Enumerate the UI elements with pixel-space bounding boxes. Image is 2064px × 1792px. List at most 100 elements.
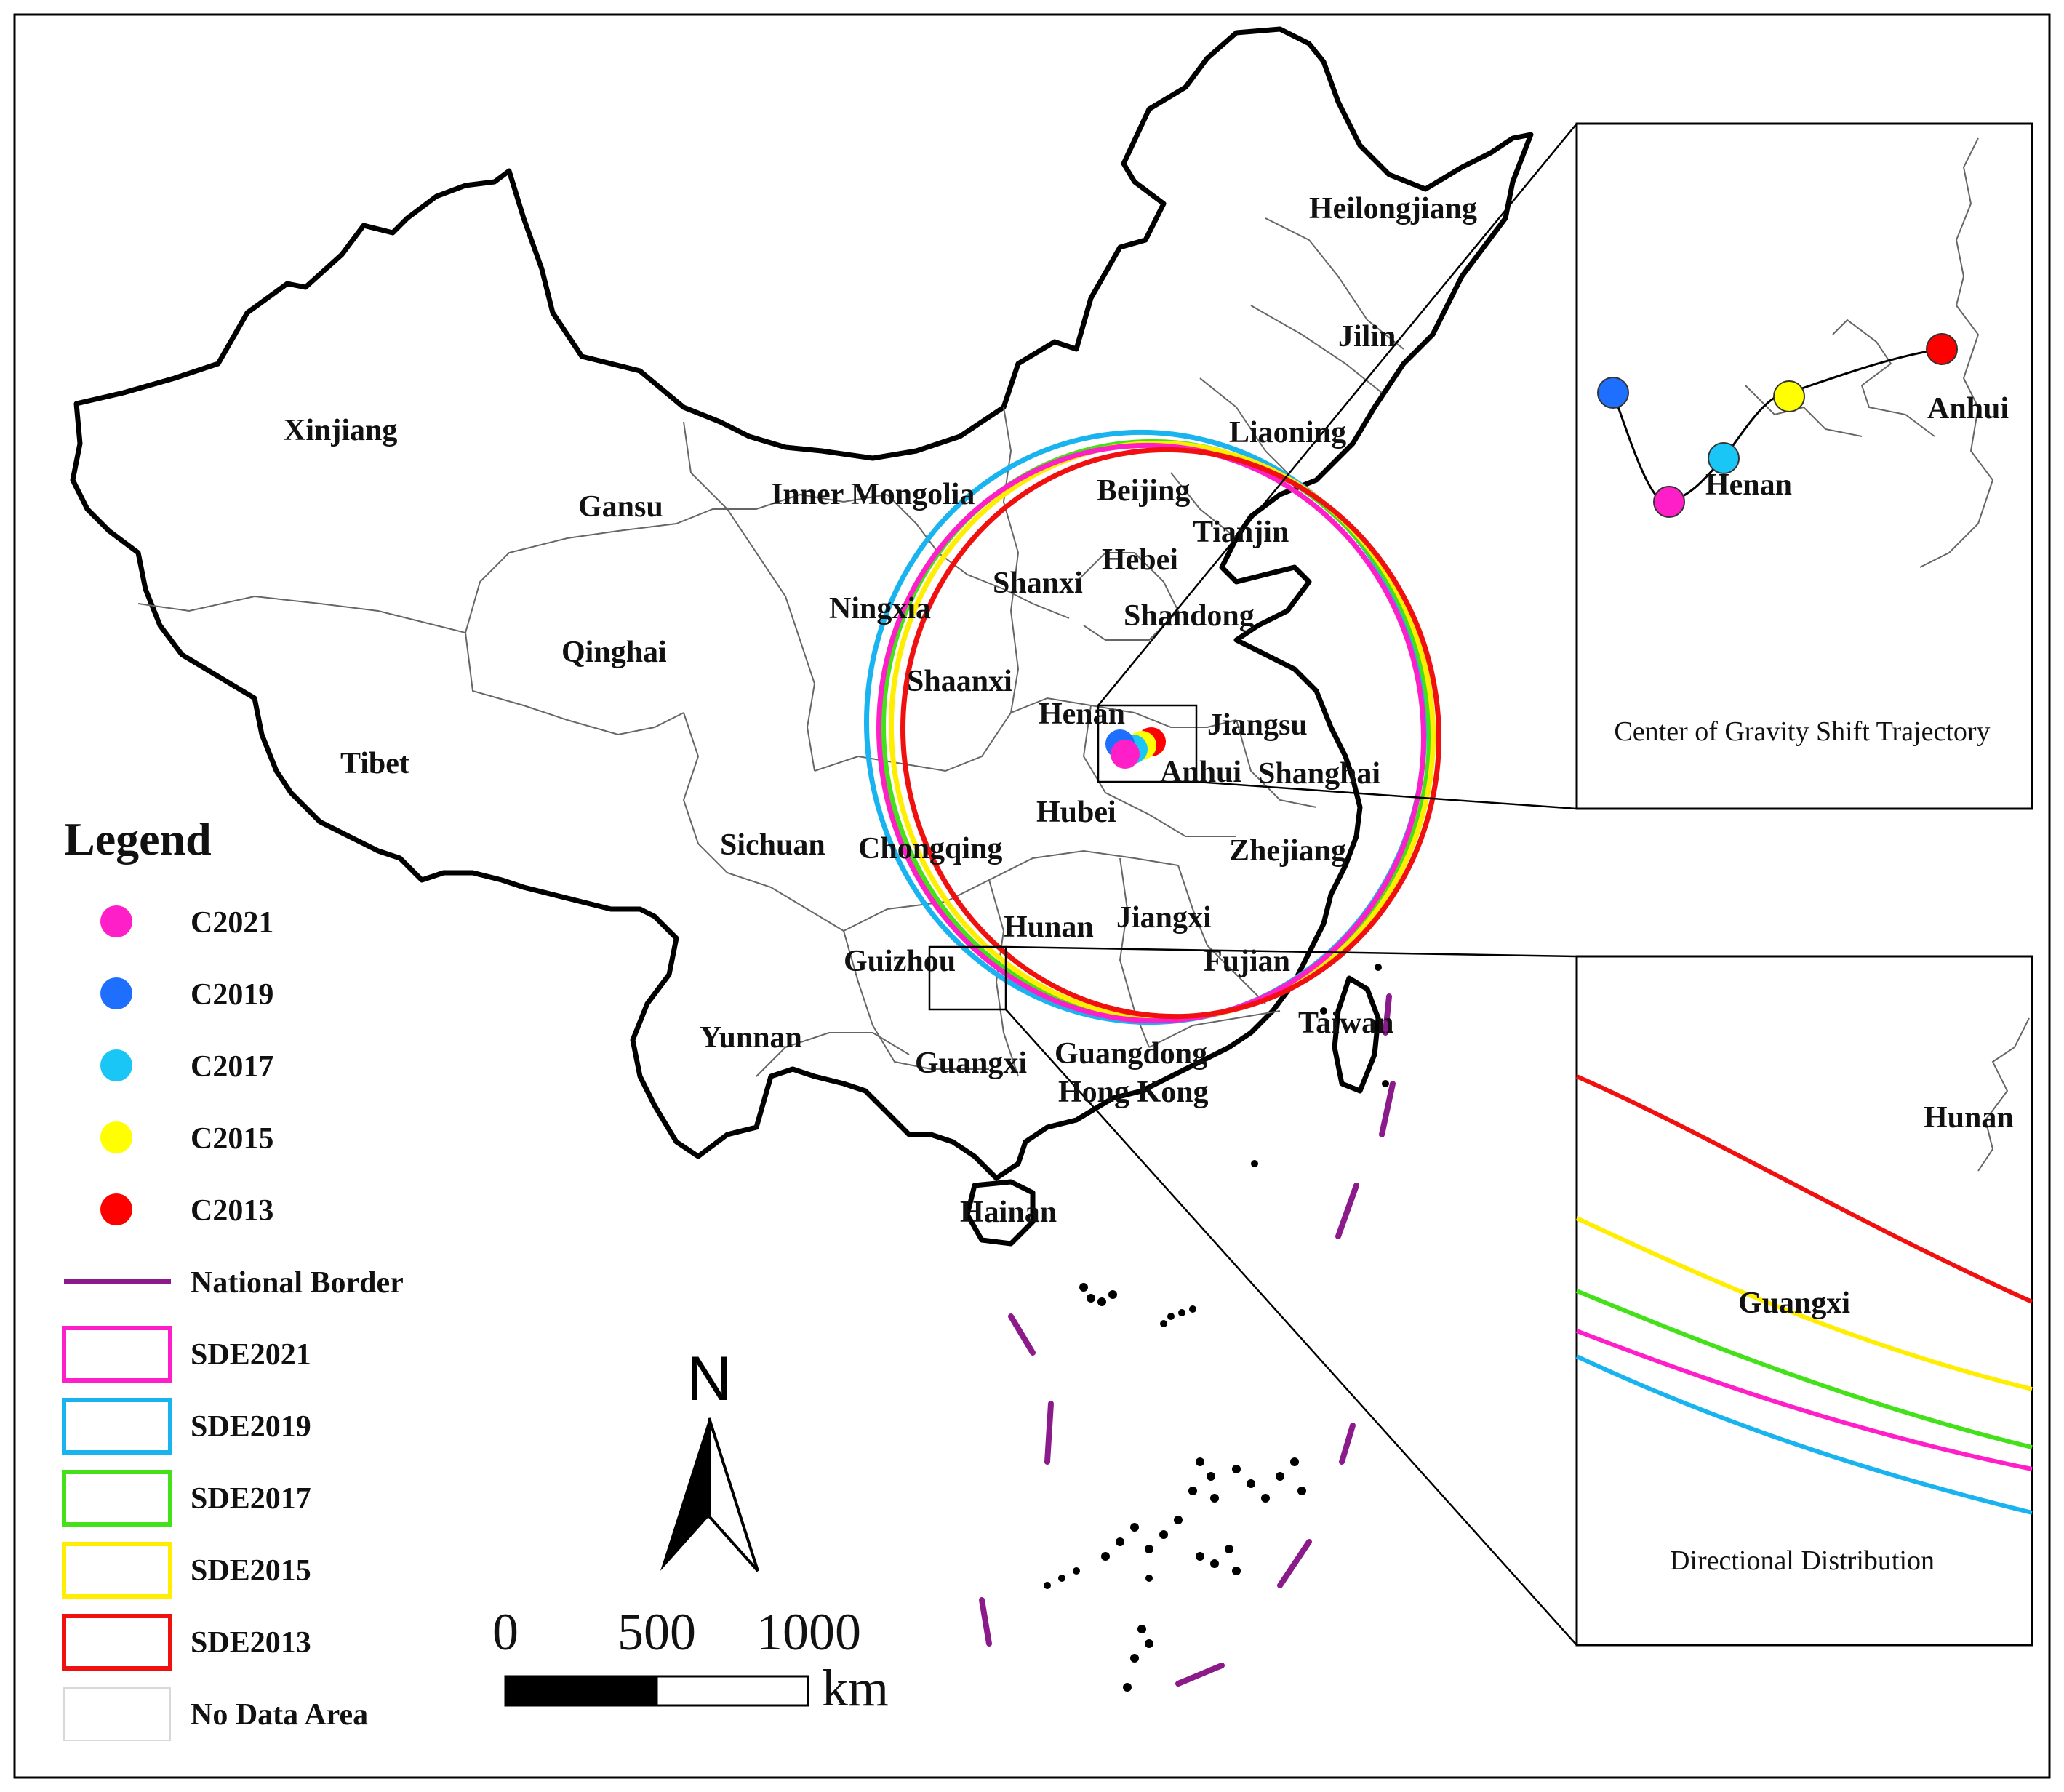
legend-box-icon <box>62 1542 172 1599</box>
legend-label: SDE2013 <box>191 1626 311 1660</box>
province-label-hainan: Hainan <box>960 1196 1057 1229</box>
legend-item-sde2013: SDE2013 <box>62 1614 311 1671</box>
province-label-yunnan: Yunnan <box>700 1021 802 1055</box>
legend-point-icon <box>100 905 132 937</box>
inset-sde2015-curve <box>1575 1216 2033 1391</box>
province-label-shaanxi: Shaanxi <box>907 665 1012 698</box>
inset-c2019-point <box>1597 377 1629 409</box>
province-label-shanxi: Shanxi <box>993 567 1083 600</box>
zoom-box-centers <box>1097 704 1198 783</box>
legend-label: SDE2017 <box>191 1482 311 1516</box>
legend-label: No Data Area <box>191 1698 368 1732</box>
legend-point-icon <box>100 1193 132 1225</box>
legend-label: SDE2021 <box>191 1338 311 1372</box>
legend-box-icon <box>62 1398 172 1455</box>
province-label-hong-kong: Hong Kong <box>1058 1076 1209 1109</box>
legend-label: SDE2019 <box>191 1410 311 1444</box>
province-label-jiangxi: Jiangxi <box>1116 901 1212 935</box>
inset-trajectory: Henan Anhui Center of Gravity Shift Traj… <box>1575 122 2033 810</box>
legend-label: SDE2015 <box>191 1554 311 1588</box>
province-label-henan: Henan <box>1039 697 1125 731</box>
north-arrow: N <box>660 1344 759 1572</box>
province-label-liaoning: Liaoning <box>1229 416 1346 449</box>
scale-unit: km <box>822 1659 889 1717</box>
province-label-hunan: Hunan <box>1004 911 1094 944</box>
scale-tick-1000: 1000 <box>756 1603 861 1661</box>
china-outline <box>70 26 1534 1181</box>
zoom-box-edge <box>928 945 1007 1011</box>
legend-item-c2021: C2021 <box>100 905 273 940</box>
province-label-guangdong: Guangdong <box>1055 1037 1207 1071</box>
legend-box-icon <box>63 1687 171 1741</box>
province-label-tianjin: Tianjin <box>1193 516 1289 549</box>
province-label-ningxia: Ningxia <box>829 592 931 625</box>
province-label-jiangsu: Jiangsu <box>1207 708 1308 742</box>
province-label-hebei: Hebei <box>1102 543 1178 577</box>
legend-item-no-data-area: No Data Area <box>63 1687 368 1741</box>
province-label-fujian: Fujian <box>1204 945 1290 978</box>
province-label-guangxi: Guangxi <box>915 1047 1027 1080</box>
inset-trajectory-frame <box>1575 122 2033 810</box>
scale-tick-0: 0 <box>492 1603 519 1661</box>
legend-label: C2017 <box>191 1050 273 1084</box>
province-label-heilongjiang: Heilongjiang <box>1309 192 1477 225</box>
legend-item-sde2021: SDE2021 <box>62 1326 311 1383</box>
south-sea-islands <box>1044 964 1389 1692</box>
leader-line <box>1196 780 1577 810</box>
legend-title: Legend <box>64 813 212 865</box>
legend-item-sde2015: SDE2015 <box>62 1542 311 1599</box>
legend-box-icon <box>62 1470 172 1527</box>
inset-directional-frame <box>1575 955 2033 1647</box>
inset-label-hunan: Hunan <box>1924 1101 2014 1135</box>
legend-point-icon <box>100 1121 132 1153</box>
inset-label-guangxi: Guangxi <box>1738 1287 1850 1320</box>
province-label-jilin: Jilin <box>1338 320 1396 353</box>
legend-label: C2021 <box>191 906 273 940</box>
scale-tick-500: 500 <box>617 1603 696 1661</box>
province-label-sichuan: Sichuan <box>720 828 825 862</box>
province-label-zhejiang: Zhejiang <box>1229 834 1346 868</box>
legend-box-icon <box>62 1614 172 1671</box>
legend-box-icon <box>62 1326 172 1383</box>
legend-label: C2015 <box>191 1122 273 1156</box>
scale-bar: 0 500 1000 km <box>492 1603 889 1717</box>
province-label-shanghai: Shanghai <box>1258 757 1380 791</box>
inset-trajectory-title: Center of Gravity Shift Trajectory <box>1614 716 1990 747</box>
inset-directional-title: Directional Distribution <box>1670 1545 1935 1576</box>
province-label-shandong: Shandong <box>1124 599 1255 633</box>
province-label-xinjiang: Xinjiang <box>284 414 397 447</box>
province-label-taiwan: Taiwan <box>1298 1007 1394 1040</box>
sde2013-ellipse <box>900 447 1441 1020</box>
legend-item-sde2017: SDE2017 <box>62 1470 311 1527</box>
legend-label: National Border <box>191 1266 404 1300</box>
inset-directional: Hunan Guangxi Directional Distribution <box>1575 955 2033 1647</box>
sde-ellipses <box>864 429 1441 1025</box>
province-label-inner-mongolia: Inner Mongolia <box>771 478 975 511</box>
province-label-qinghai: Qinghai <box>561 636 667 669</box>
legend-point-icon <box>100 977 132 1009</box>
north-letter: N <box>687 1344 732 1414</box>
province-label-beijing: Beijing <box>1097 474 1190 508</box>
legend-item-c2013: C2013 <box>100 1193 273 1228</box>
national-border-dashes <box>979 993 1396 1687</box>
legend-item-national-border: National Border <box>64 1266 404 1300</box>
inset-sde2021-curve <box>1575 1329 2033 1471</box>
map-frame <box>13 13 2051 1779</box>
province-label-hubei: Hubei <box>1036 796 1116 829</box>
province-label-chongqing: Chongqing <box>858 832 1002 865</box>
c2021-point <box>1111 740 1140 769</box>
inset-label-anhui: Anhui <box>1927 392 2009 425</box>
inset-sde2019-curve <box>1575 1354 2033 1515</box>
gravity-centers <box>1105 727 1166 769</box>
leader-line <box>1005 1009 1577 1646</box>
legend-point-icon <box>100 1049 132 1081</box>
leader-line <box>1097 123 1577 706</box>
legend-item-c2015: C2015 <box>100 1121 273 1156</box>
legend-item-c2017: C2017 <box>100 1049 273 1084</box>
legend: Legend C2021C2019C2017C2015C2013National… <box>62 813 404 1741</box>
province-label-tibet: Tibet <box>340 747 409 780</box>
taiwan-island <box>1332 975 1381 1094</box>
province-boundaries <box>137 217 1404 1077</box>
